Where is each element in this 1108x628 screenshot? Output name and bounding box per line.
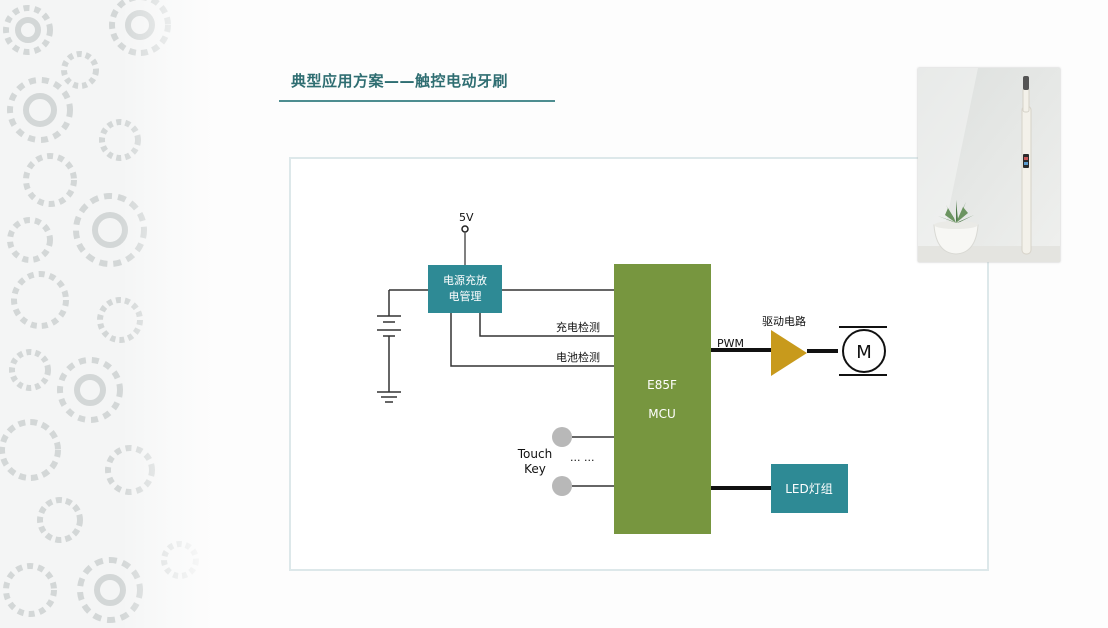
mcu-label-line2: MCU (648, 407, 676, 421)
charge-detect-label: 充电检测 (556, 320, 600, 334)
pmu-label-line1: 电源充放 (443, 273, 487, 287)
toothbrush-photo (918, 68, 1060, 262)
battery-detect-label: 电池检测 (556, 350, 600, 364)
pwm-label: PWM (717, 337, 744, 350)
driver-label: 驱动电路 (762, 315, 806, 328)
power-5v-label: 5V (459, 211, 474, 224)
ground-symbol (377, 392, 401, 402)
power-management-block (428, 265, 502, 313)
led-label: LED灯组 (785, 482, 833, 496)
touch-key-pad-2 (552, 476, 572, 496)
power-terminal (462, 226, 468, 232)
mcu-block (614, 264, 711, 534)
driver-triangle (771, 330, 807, 376)
mcu-label-line1: E85F (647, 378, 677, 392)
motor-symbol: M (839, 327, 887, 375)
touch-key-ellipsis: ··· ··· (570, 454, 594, 467)
battery-symbol (377, 290, 428, 392)
touch-key-label-line1: Touch (517, 447, 552, 461)
touch-key-pad-1 (552, 427, 572, 447)
motor-label: M (856, 342, 872, 363)
touch-key-label-line2: Key (524, 462, 546, 476)
pmu-label-line2: 电管理 (449, 289, 482, 303)
